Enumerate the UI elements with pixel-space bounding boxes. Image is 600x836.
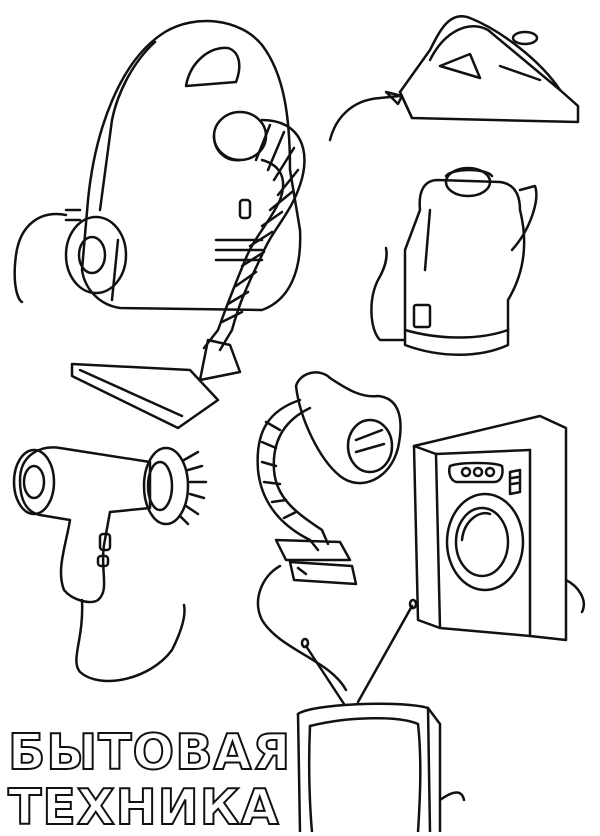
iron-icon — [330, 16, 578, 140]
washing-machine-icon — [414, 416, 584, 640]
title-line-2: ТЕХНИКА — [7, 779, 280, 836]
electric-kettle-icon — [371, 168, 536, 355]
vacuum-cleaner-icon — [15, 21, 305, 428]
desk-lamp-icon — [258, 372, 401, 690]
television-icon — [298, 600, 464, 832]
hair-dryer-icon — [14, 447, 206, 680]
title-line-1: БЫТОВАЯ — [7, 724, 292, 781]
